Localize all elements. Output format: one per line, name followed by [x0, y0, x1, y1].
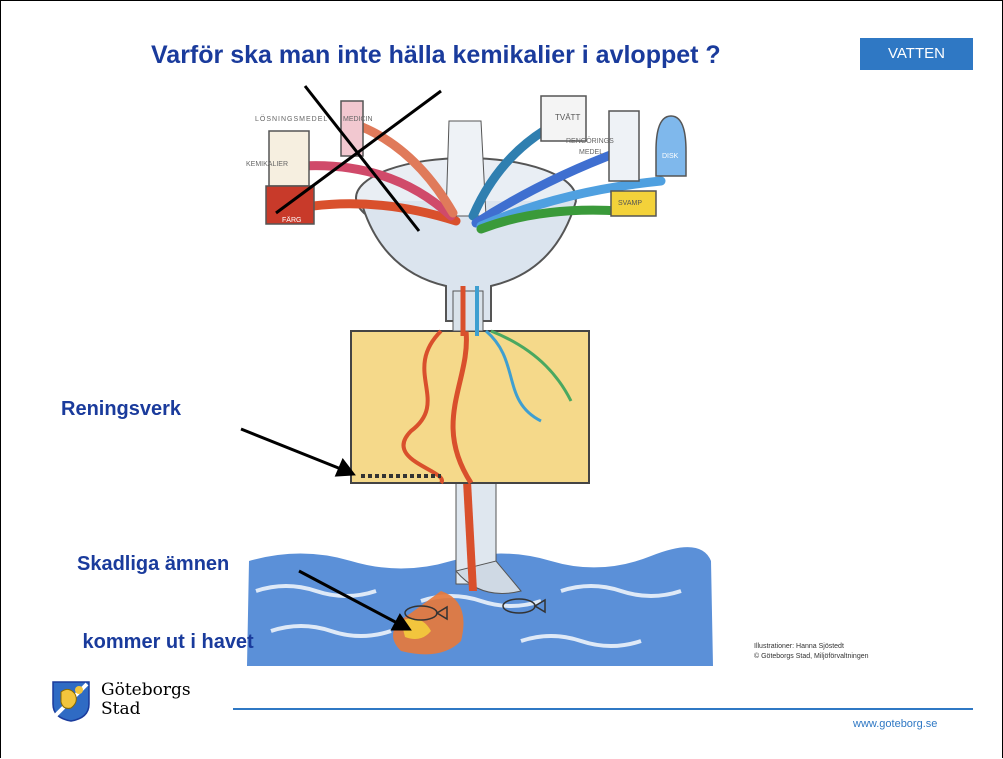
footer-divider	[233, 708, 973, 710]
outlet-pipe	[455, 478, 522, 594]
label-rengoringsmedel-1: RENGÖRINGS	[566, 138, 614, 145]
label-losningsmedel: LÖSNINGSMEDEL	[255, 116, 329, 123]
credit-copyright: © Göteborgs Stad, Miljöförvaltningen	[754, 653, 869, 660]
logo-line-1: Göteborgs	[101, 680, 191, 700]
funnel	[355, 120, 577, 336]
city-crest-icon	[52, 681, 90, 722]
treatment-tank	[350, 329, 590, 485]
label-tvatt: TVÄTT	[555, 113, 581, 122]
label-harmful-line-2: kommer ut i havet	[77, 631, 254, 653]
label-harmful-line-1: Skadliga ämnen	[77, 553, 230, 575]
arrows	[240, 427, 412, 631]
goteborgs-stad-logo: Göteborgs Stad	[49, 678, 249, 728]
illustration-credit: Illustrationer: Hanna Sjöstedt © Götebor…	[754, 642, 869, 662]
label-svamp: SVAMP	[618, 200, 642, 207]
logo-wordmark: Göteborgs Stad	[101, 681, 191, 719]
label-medicin: MEDICIN	[343, 116, 373, 123]
slide-title: Varför ska man inte hälla kemikalier i a…	[151, 41, 721, 69]
logo-line-2: Stad	[101, 699, 141, 719]
cross-out	[275, 85, 442, 232]
label-reningsverk: Reningsverk	[61, 398, 182, 420]
label-farg: FÄRG	[282, 217, 302, 224]
product-containers	[265, 95, 687, 225]
label-kemikalier: KEMIKALIER	[246, 161, 289, 168]
fish-icon	[404, 598, 546, 621]
footer-url[interactable]: www.goteborg.se	[853, 718, 938, 730]
label-harmful-substances: Skadliga ämnen kommer ut i havet	[77, 499, 254, 707]
sea	[247, 547, 713, 666]
topic-badge: VATTEN	[860, 38, 973, 70]
credit-illustrator: Illustrationer: Hanna Sjöstedt	[754, 643, 844, 650]
label-rengoringsmedel-2: MEDEL	[579, 149, 604, 156]
label-disk: DISK	[662, 153, 679, 160]
